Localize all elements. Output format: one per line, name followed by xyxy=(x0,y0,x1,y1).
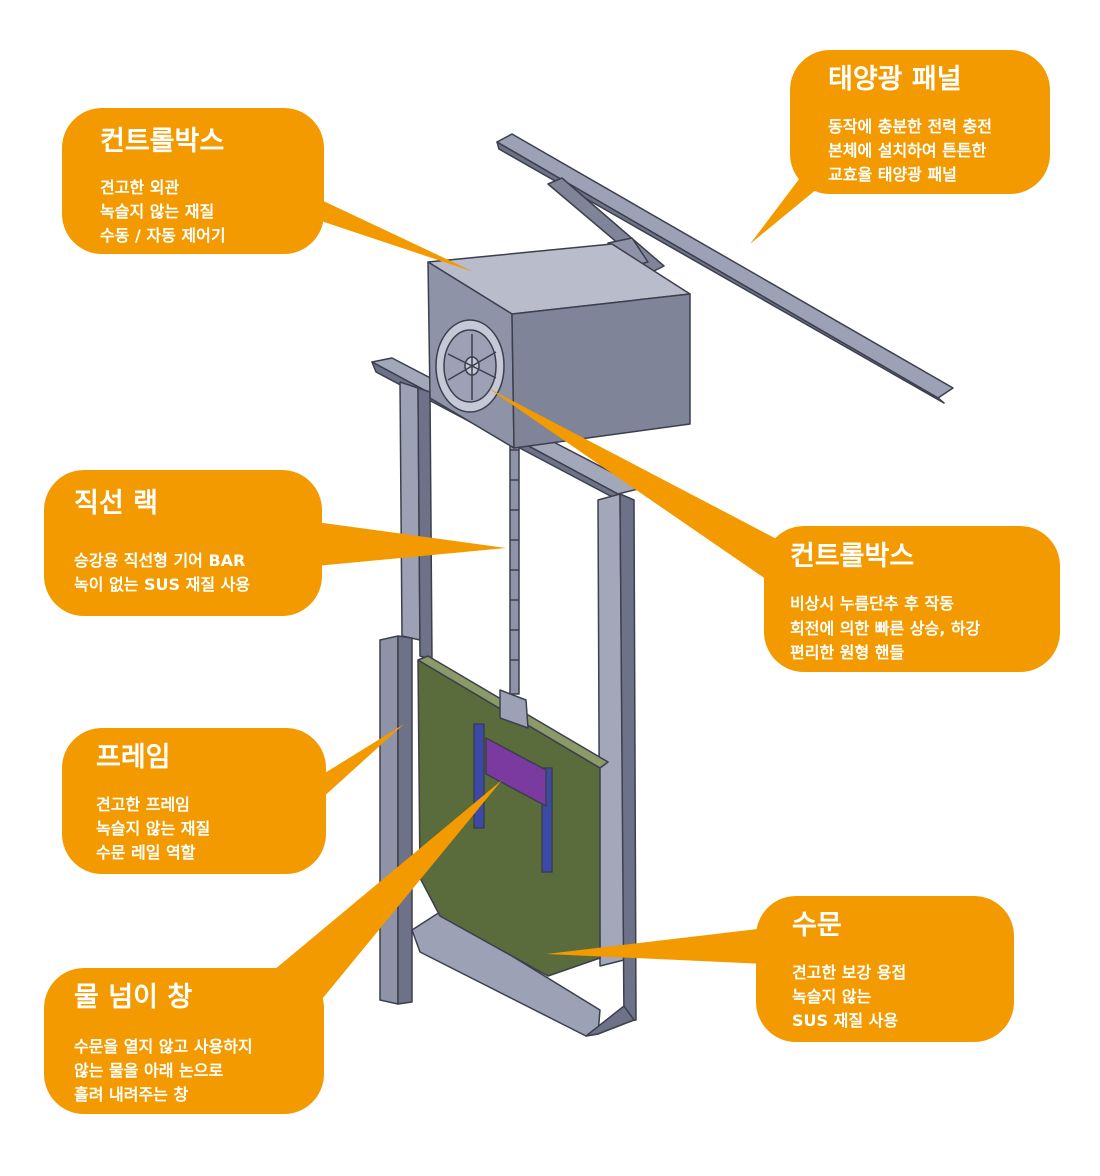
round-handle xyxy=(435,319,505,413)
callout-solar-panel xyxy=(750,50,1050,244)
linear-rack xyxy=(509,437,520,695)
callout-line: 녹이 없는 SUS 재질 사용 xyxy=(74,575,250,594)
callout-line: 녹슬지 않는 재질 xyxy=(96,819,210,838)
callout-gate xyxy=(546,896,1014,1042)
callout-overflow-window xyxy=(44,780,502,1114)
callout-control-box-top xyxy=(62,108,474,272)
callout-line: 수문 레일 역할 xyxy=(96,843,196,862)
callout-line: 본체에 설치하여 튼튼한 xyxy=(828,141,987,160)
callout-line: 않는 물을 아래 논으로 xyxy=(74,1061,223,1080)
control-box xyxy=(427,243,691,449)
solar-panel xyxy=(496,133,954,404)
callout-line: 교효율 태양광 패널 xyxy=(828,165,957,184)
callout-line: 회전에 의한 빠른 상승, 하강 xyxy=(790,619,981,638)
frame xyxy=(379,381,637,1037)
callout-line: 녹슬지 않는 xyxy=(792,987,871,1006)
callout-line: 편리한 원형 핸들 xyxy=(790,643,904,662)
callout-title: 태양광 패널 xyxy=(828,64,962,95)
callout-title: 물 넘이 창 xyxy=(74,982,192,1013)
callout-line: 녹슬지 않는 재질 xyxy=(100,202,214,221)
water-gate-machine xyxy=(371,133,954,1037)
callout-title: 프레임 xyxy=(96,742,171,773)
callout-line: 승강용 직선형 기어 BAR xyxy=(74,551,245,570)
callout-line: 수동 / 자동 제어기 xyxy=(100,226,226,245)
callout-linear-rack xyxy=(44,470,506,616)
callout-line: 견고한 외관 xyxy=(100,178,179,197)
callout-line: 견고한 보강 용접 xyxy=(792,963,906,982)
callout-frame xyxy=(62,724,404,874)
gate-panel xyxy=(417,655,609,977)
callout-line: 수문을 열지 않고 사용하지 xyxy=(74,1037,253,1056)
callout-line: 흘려 내려주는 창 xyxy=(74,1085,188,1104)
callout-layer xyxy=(44,50,1060,1114)
callout-line: 견고한 프레임 xyxy=(96,795,190,814)
callout-title: 직선 랙 xyxy=(74,488,158,519)
callout-title: 컨트롤박스 xyxy=(790,541,914,572)
callout-control-box-handle xyxy=(488,388,1060,672)
callout-line: 비상시 누름단추 후 작동 xyxy=(790,594,954,613)
callout-line: 동작에 충분한 전력 충전 xyxy=(828,117,992,136)
callout-title: 수문 xyxy=(792,910,842,941)
callout-title: 컨트롤박스 xyxy=(100,126,224,157)
callout-line: SUS 재질 사용 xyxy=(792,1011,898,1030)
